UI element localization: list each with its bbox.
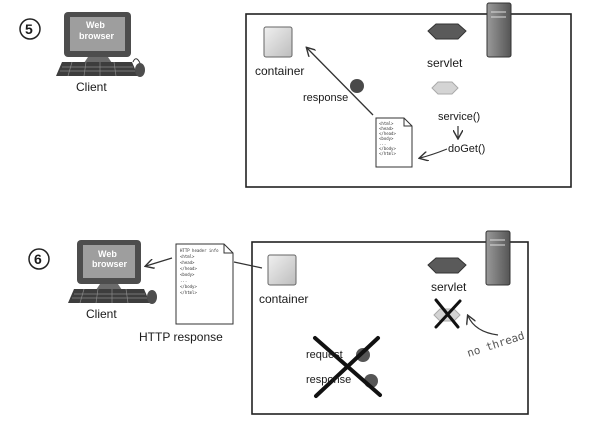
step5-response-object: [350, 79, 364, 93]
step5-doc-text: <html> <head> </head> <body> ... </body>…: [379, 121, 396, 156]
step6-request-label: request: [306, 349, 343, 361]
step6-http-response-document: [175, 243, 234, 325]
step5-service-label: service(): [438, 111, 481, 123]
step6-container-icon: [267, 254, 297, 286]
step6-number: 6: [34, 251, 42, 267]
step6-objects-cross: [313, 336, 382, 398]
step5-client-label: Client: [76, 80, 107, 94]
step6-request-object: [356, 348, 370, 362]
http-response-arrow-right: [233, 261, 263, 269]
step5-servlet-label: servlet: [427, 56, 463, 70]
step5-servlet-icon: [427, 23, 467, 40]
step5-container-boundary: [245, 13, 572, 188]
step6-container-label: container: [259, 292, 309, 306]
step6-thread-cross: [434, 298, 462, 329]
step6-servlet-icon: [427, 257, 467, 274]
step6-doc-text: HTTP header info <html> <head> </head> <…: [180, 248, 219, 295]
step5-thread-icon: [431, 81, 459, 95]
step5-response-arrow: [307, 48, 374, 116]
step6-response-label: response: [306, 374, 352, 386]
step6-monitor-text-1: Web: [98, 249, 117, 259]
http-response-label: HTTP response: [139, 330, 223, 344]
step5-doget-arrow: [420, 148, 448, 158]
step6-server-icon: [485, 230, 511, 286]
step5-container-icon: [263, 26, 293, 58]
step5-doget-label: doGet(): [448, 143, 486, 155]
step5-number-badge: [19, 18, 41, 40]
step6-servlet-label: servlet: [431, 280, 467, 294]
step5-monitor-text-2: browser: [79, 31, 115, 41]
step5-client-computer: [56, 12, 145, 77]
step5-number: 5: [25, 21, 33, 37]
step6-monitor-text-2: browser: [92, 259, 128, 269]
step6-number-badge: [28, 248, 50, 270]
no-thread-arrow: [468, 316, 499, 336]
http-response-arrow-left: [146, 257, 173, 266]
step5-monitor-text-1: Web: [86, 20, 105, 30]
step6-container-boundary: [251, 241, 529, 415]
step6-client-computer: [68, 240, 157, 304]
step5-response-label: response: [303, 92, 349, 104]
step5-container-label: container: [255, 64, 305, 78]
step5-server-icon: [486, 2, 512, 58]
step6-client-label: Client: [86, 307, 117, 321]
step5-html-document: [375, 117, 413, 168]
